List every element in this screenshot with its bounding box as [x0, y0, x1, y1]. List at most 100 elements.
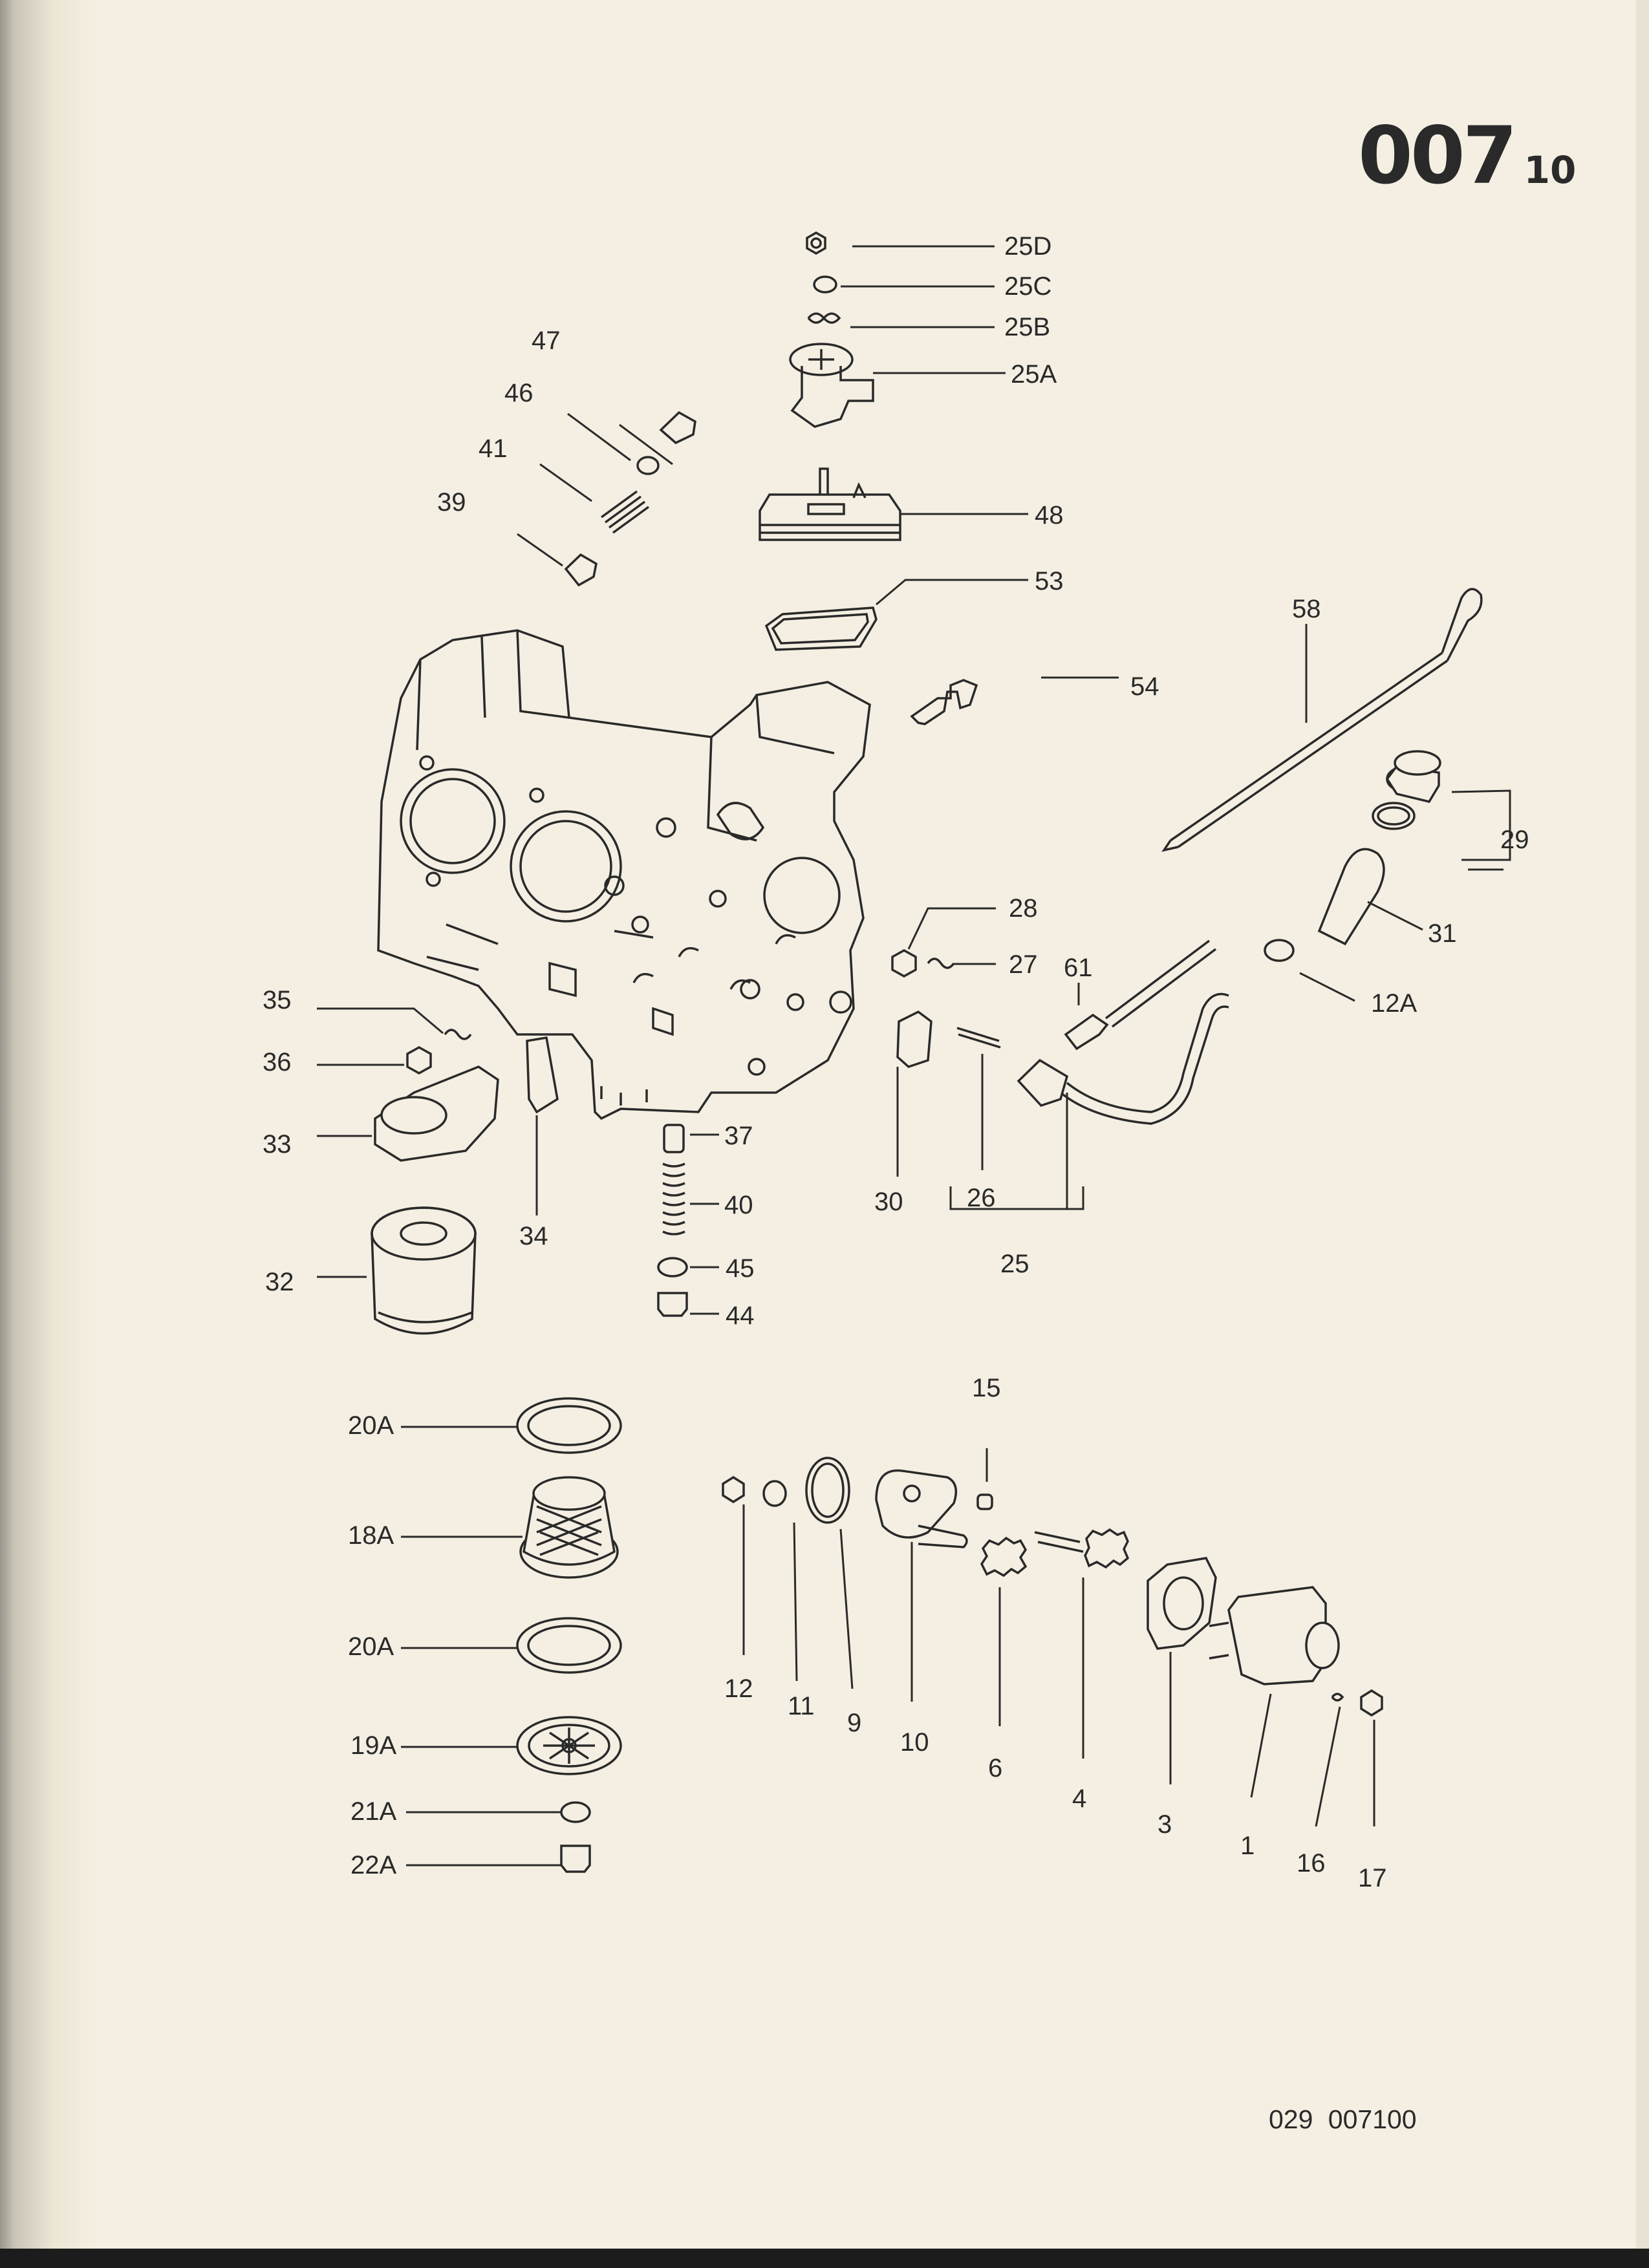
callout-44: 44 [726, 1301, 755, 1330]
callout-20A-top: 20A [348, 1411, 394, 1440]
part-25A-breather [789, 343, 874, 428]
callout-20A-bottom: 20A [348, 1632, 394, 1661]
part-19A-cover-plate [516, 1716, 622, 1775]
part-54-spring-clip [910, 679, 978, 725]
page-edge [1636, 0, 1649, 2268]
part-39-piston [564, 553, 598, 587]
callout-25: 25 [1000, 1250, 1029, 1278]
callout-46: 46 [504, 379, 534, 407]
part-31-filler-neck [1317, 848, 1385, 946]
part-9-o-ring [805, 1457, 850, 1524]
part-61-hose [1105, 939, 1217, 1028]
leader-lines [317, 245, 1511, 1867]
oil-filter-group [371, 1029, 559, 1335]
part-28-nut [891, 948, 917, 978]
part-4-drive-gear [1034, 1528, 1130, 1569]
part-11-washer [762, 1480, 787, 1507]
callout-25B: 25B [1004, 313, 1050, 341]
part-18A-strainer [519, 1476, 619, 1579]
part-25-breather-pipe [1059, 992, 1229, 1125]
callout-26: 26 [967, 1184, 996, 1212]
page-bottom-edge [0, 2249, 1649, 2268]
crankcase [377, 629, 871, 1120]
callout-17: 17 [1358, 1864, 1387, 1892]
callout-47: 47 [532, 326, 561, 355]
part-6-gear [980, 1536, 1028, 1578]
drawing-number: 029 007100 [1269, 2104, 1417, 2134]
callout-18A: 18A [348, 1521, 394, 1550]
part-29-cap [1372, 750, 1441, 830]
cylinder-bore-right [510, 810, 622, 923]
callout-48: 48 [1035, 501, 1064, 530]
part-15-pin [976, 1493, 993, 1510]
part-12A-o-ring [1264, 939, 1295, 962]
part-20A-bottom-gasket [516, 1617, 622, 1674]
callout-15: 15 [972, 1374, 1001, 1402]
strainer-group [516, 1397, 622, 1873]
part-16-washer [1331, 1693, 1344, 1702]
callout-41: 41 [479, 434, 508, 463]
callout-30: 30 [874, 1188, 903, 1216]
part-48-cover [759, 467, 901, 541]
callout-31: 31 [1428, 919, 1457, 948]
callout-3: 3 [1158, 1810, 1172, 1839]
part-45-washer [657, 1257, 688, 1278]
callout-12: 12 [724, 1674, 753, 1703]
part-47-plug [659, 411, 696, 445]
callout-35: 35 [263, 986, 292, 1014]
callout-58: 58 [1292, 595, 1321, 623]
part-20A-top-gasket [516, 1397, 622, 1454]
part-32-oil-filter [371, 1206, 477, 1335]
part-58-dipstick [1170, 652, 1448, 848]
relief-valve-stack [564, 411, 696, 587]
callout-33: 33 [263, 1130, 292, 1159]
callout-29: 29 [1500, 826, 1529, 854]
callout-6: 6 [988, 1754, 1002, 1782]
callout-1: 1 [1240, 1832, 1255, 1860]
callout-22A: 22A [350, 1851, 396, 1879]
callout-19A: 19A [350, 1731, 396, 1760]
callout-40: 40 [724, 1191, 753, 1219]
callout-25D: 25D [1004, 232, 1051, 261]
top-stack-parts [759, 231, 978, 725]
part-34-gasket [526, 1036, 559, 1114]
part-40-spring [662, 1162, 685, 1236]
callout-25C: 25C [1004, 272, 1051, 301]
callout-labels: 25D 25C 25B 25A 48 53 54 58 29 31 12A 61… [263, 232, 1529, 1892]
part-36-nut [406, 1045, 432, 1075]
part-22A-drain-plug [560, 1845, 591, 1873]
callout-54: 54 [1130, 672, 1159, 701]
small-breather-parts [891, 948, 1001, 1068]
part-1-pump-cover [1209, 1586, 1340, 1685]
part-53-gasket [764, 606, 878, 651]
callout-21A: 21A [350, 1797, 396, 1826]
part-30-gasket [896, 1010, 932, 1068]
part-41-spring [600, 490, 650, 534]
callout-27: 27 [1009, 950, 1038, 979]
callout-9: 9 [847, 1709, 861, 1737]
part-3-gasket [1147, 1557, 1217, 1650]
cylinder-bore-left [400, 768, 506, 874]
callout-36: 36 [263, 1048, 292, 1076]
pressure-valve-stack [657, 1124, 688, 1317]
breather-pipe-flange [1017, 1058, 1069, 1107]
callout-39: 39 [437, 488, 466, 517]
callout-11: 11 [788, 1692, 815, 1720]
callout-34: 34 [519, 1222, 548, 1250]
callout-53: 53 [1035, 567, 1064, 595]
callout-32: 32 [265, 1268, 294, 1296]
part-44-plug [657, 1292, 688, 1317]
page-number-main: 007 [1358, 110, 1518, 202]
part-35-washer [444, 1029, 472, 1040]
part-25B-clip [807, 312, 841, 324]
callout-61: 61 [1064, 954, 1093, 982]
page-number-sub: 10 [1524, 148, 1577, 192]
callout-37: 37 [724, 1122, 753, 1150]
part-37-piston [663, 1124, 685, 1153]
part-29-seal [1372, 802, 1416, 830]
part-27-washer [927, 957, 955, 969]
callout-28: 28 [1009, 894, 1038, 923]
part-26-stud [956, 1027, 1001, 1049]
